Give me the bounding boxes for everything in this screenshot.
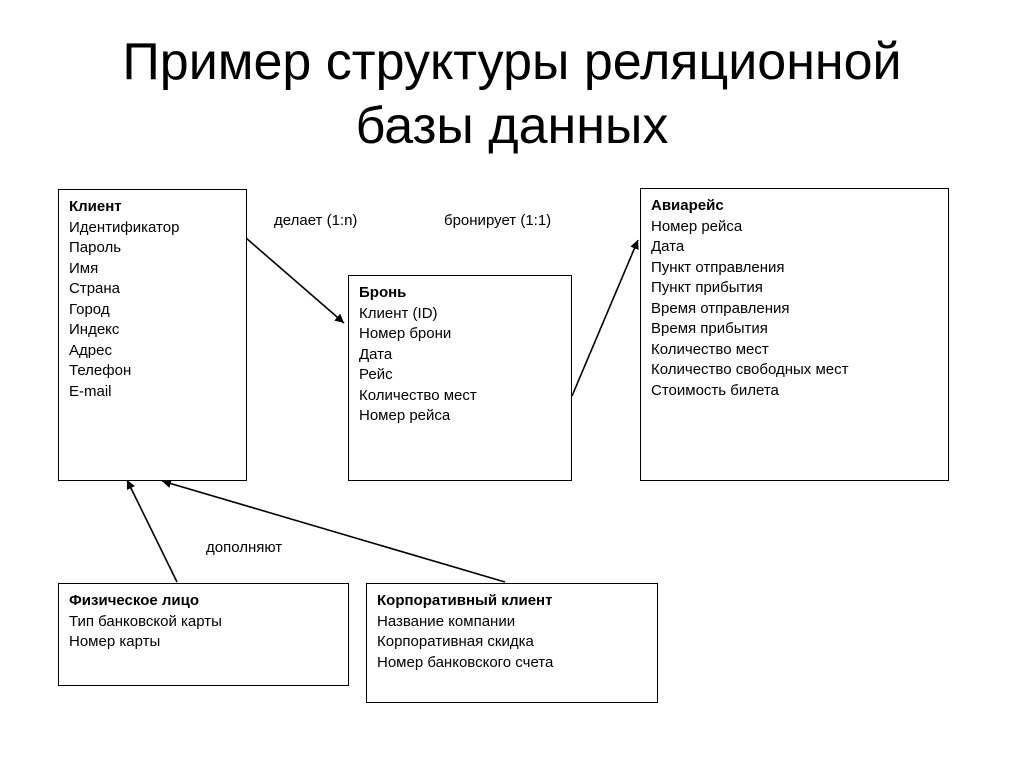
entity-booking-field: Номер брони xyxy=(359,325,452,342)
entity-corporate-field: Название компании xyxy=(377,612,516,630)
entity-client-field: Телефон xyxy=(69,362,132,379)
entity-client-field: Город xyxy=(69,300,110,318)
entity-flight-field: Количество мест xyxy=(651,340,769,358)
entity-individual-field: Тип банковской карты xyxy=(69,612,222,630)
arrow-corporate-to-client xyxy=(161,479,506,583)
arrow-booking-to-flight xyxy=(571,239,639,397)
entity-booking-field: Номер рейса xyxy=(359,407,451,424)
entity-individual-name: Физическое лицо xyxy=(69,592,200,609)
entity-corporate: Корпоративный клиент Название компании К… xyxy=(366,583,658,703)
slide-title-line-1: Пример структуры реляционной xyxy=(122,33,902,91)
relation-label-extends: дополняют xyxy=(206,539,283,556)
arrow-client-to-booking xyxy=(245,237,345,324)
entity-client-field: E-mail xyxy=(69,382,112,400)
entity-corporate-field: Корпоративная скидка xyxy=(377,633,534,650)
entity-flight-field: Пункт отправления xyxy=(651,258,785,276)
entity-client-field: Пароль xyxy=(69,239,122,256)
entity-flight-field: Стоимость билета xyxy=(651,381,779,399)
entity-corporate-name: Корпоративный клиент xyxy=(377,592,553,609)
entity-flight-field: Номер рейса xyxy=(651,217,743,235)
entity-client-name: Клиент xyxy=(69,198,122,215)
entity-booking: Бронь Клиент (ID) Номер брони Дата Рейс … xyxy=(348,275,572,481)
entity-client-field: Идентификатор xyxy=(69,218,180,236)
entity-individual-field: Номер карты xyxy=(69,633,161,650)
entity-flight-field: Дата xyxy=(651,238,685,255)
entity-flight-field: Количество свободных мест xyxy=(651,361,849,378)
entity-flight: Авиарейс Номер рейса Дата Пункт отправле… xyxy=(640,188,949,481)
entity-client-field: Страна xyxy=(69,280,121,297)
entity-flight-name: Авиарейс xyxy=(651,197,724,214)
entity-flight-field: Время отправления xyxy=(651,299,790,317)
entity-client-field: Индекс xyxy=(69,321,120,338)
entity-flight-field: Пункт прибытия xyxy=(651,279,763,296)
entity-booking-name: Бронь xyxy=(359,284,407,301)
arrow-individual-to-client xyxy=(126,479,178,583)
relation-label-makes: делает (1:n) xyxy=(274,212,358,229)
entity-corporate-field: Номер банковского счета xyxy=(377,653,554,671)
entity-individual: Физическое лицо Тип банковской карты Ном… xyxy=(58,583,349,686)
entity-booking-field: Количество мест xyxy=(359,386,477,404)
entity-client-field: Имя xyxy=(69,259,99,277)
relation-label-books: бронирует (1:1) xyxy=(444,212,552,229)
entity-client-field: Адрес xyxy=(69,341,112,359)
entity-booking-field: Рейс xyxy=(359,366,393,383)
slide-title: Пример структуры реляционной базы данных xyxy=(0,30,1024,158)
entity-flight-field: Время прибытия xyxy=(651,320,768,337)
entity-client: Клиент Идентификатор Пароль Имя Страна Г… xyxy=(58,189,247,481)
entity-booking-field: Клиент (ID) xyxy=(359,304,438,322)
slide-title-line-2: базы данных xyxy=(355,97,669,155)
entity-booking-field: Дата xyxy=(359,345,393,363)
